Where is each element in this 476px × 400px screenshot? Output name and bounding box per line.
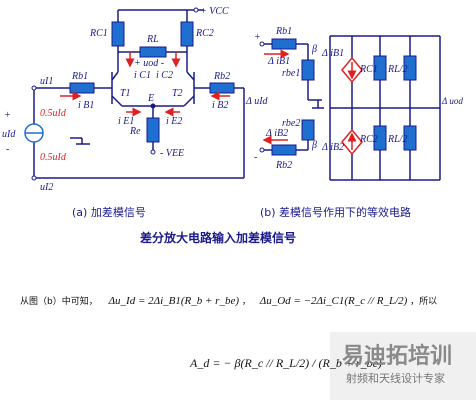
rb1-resistor bbox=[69, 82, 95, 94]
ui1-label: uI1 bbox=[40, 76, 53, 87]
rb1-b-label: Rb1 bbox=[275, 26, 292, 37]
beta-bottom-label: β bbox=[311, 140, 317, 151]
rl2-top-label: RL/2 bbox=[387, 64, 407, 75]
rbe2-label: rbe2 bbox=[282, 118, 300, 129]
plus-sign: + bbox=[4, 110, 11, 121]
formula-line: 从图（b）中可知， Δu_Id = 2Δi_B1(R_b + r_be) ， Δ… bbox=[20, 294, 476, 307]
watermark-bg bbox=[330, 332, 476, 400]
ic2-label: i C2 bbox=[156, 70, 173, 81]
ie2-label: i E2 bbox=[166, 116, 182, 127]
rc1-b-resistor bbox=[373, 55, 387, 81]
rb1-b-resistor bbox=[271, 38, 297, 50]
rl-label: RL bbox=[146, 34, 159, 45]
equation-uid: Δu_Id = 2Δi_B1(R_b + r_be) bbox=[108, 295, 239, 307]
rc1-b-label: RC1 bbox=[359, 64, 378, 75]
d-ib1-src-label: Δ iB1 bbox=[321, 48, 344, 59]
so-text: ，所以 bbox=[410, 297, 438, 307]
components-a bbox=[24, 7, 235, 181]
vee-label: - VEE bbox=[160, 148, 184, 159]
rc2-b-label: RC2 bbox=[359, 134, 378, 145]
rc2-label: RC2 bbox=[195, 28, 214, 39]
d-ib2-src-label: Δ iB2 bbox=[321, 142, 344, 153]
rbe2-resistor bbox=[301, 119, 315, 141]
uod-label: + uod - bbox=[134, 58, 164, 69]
rbe1-label: rbe1 bbox=[282, 68, 300, 79]
ui2-label: uI2 bbox=[40, 182, 53, 193]
t1-label: T1 bbox=[120, 88, 131, 99]
rc1-resistor bbox=[111, 21, 125, 47]
lead-text: 从图（b）中可知， bbox=[20, 297, 98, 307]
caption-b: (b) 差模信号作用下的等效电路 bbox=[260, 205, 411, 219]
rb2-resistor bbox=[209, 82, 235, 94]
d-uid-label: Δ uId bbox=[245, 96, 269, 107]
t2-label: T2 bbox=[172, 88, 183, 99]
equation-ad: A_d = − β(R_c // R_L/2) / (R_b + r_be) bbox=[190, 356, 382, 370]
watermark-main: 易迪拓培训 bbox=[342, 344, 453, 369]
rl2-top-resistor bbox=[403, 55, 417, 81]
separator: ， bbox=[241, 297, 251, 307]
re-resistor bbox=[146, 117, 160, 143]
d-ib1-label: Δ iB1 bbox=[267, 56, 290, 67]
re-label: Re bbox=[129, 126, 141, 137]
d-uod-label: Δ uod bbox=[441, 96, 463, 106]
d-ib2-label: Δ iB2 bbox=[265, 128, 288, 139]
rc2-b-resistor bbox=[373, 125, 387, 151]
rl-resistor bbox=[139, 46, 167, 58]
current-arrows-a bbox=[60, 52, 230, 117]
uid-label: uId bbox=[2, 129, 16, 140]
figure-title: 差分放大电路输入加差模信号 bbox=[139, 230, 296, 245]
rc2-resistor bbox=[180, 21, 194, 47]
circuit-a bbox=[33, 9, 245, 179]
components-b bbox=[259, 38, 417, 156]
caption-a: (a) 加差模信号 bbox=[72, 205, 146, 219]
rb2-b-resistor bbox=[271, 144, 297, 156]
rc1-label: RC1 bbox=[89, 28, 108, 39]
plus-b-sign: + bbox=[254, 32, 261, 43]
equation-uod: Δu_Od = −2Δi_C1(R_c // R_L/2) bbox=[259, 295, 408, 307]
ib1-label: i B1 bbox=[78, 100, 94, 111]
e-label: E bbox=[147, 93, 154, 104]
rb2-label: Rb2 bbox=[213, 71, 230, 82]
rl2-bottom-resistor bbox=[403, 125, 417, 151]
half-uid-top-label: 0.5uId bbox=[40, 108, 67, 119]
rb1-label: Rb1 bbox=[71, 71, 88, 82]
vcc-label: + VCC bbox=[200, 6, 229, 17]
rl2-bottom-label: RL/2 bbox=[387, 134, 407, 145]
rbe1-resistor bbox=[301, 59, 315, 81]
minus-sign: - bbox=[6, 144, 9, 155]
ic1-label: i C1 bbox=[134, 70, 151, 81]
ib2-label: i B2 bbox=[212, 100, 228, 111]
half-uid-bottom-label: 0.5uId bbox=[40, 152, 67, 163]
current-arrows-b bbox=[262, 49, 290, 145]
watermark-sub: 射频和天线设计专家 bbox=[346, 372, 445, 385]
minus-b-sign: - bbox=[254, 152, 257, 163]
rb2-b-label: Rb2 bbox=[275, 160, 292, 171]
beta-top-label: β bbox=[311, 44, 317, 55]
ie1-label: i E1 bbox=[118, 116, 134, 127]
